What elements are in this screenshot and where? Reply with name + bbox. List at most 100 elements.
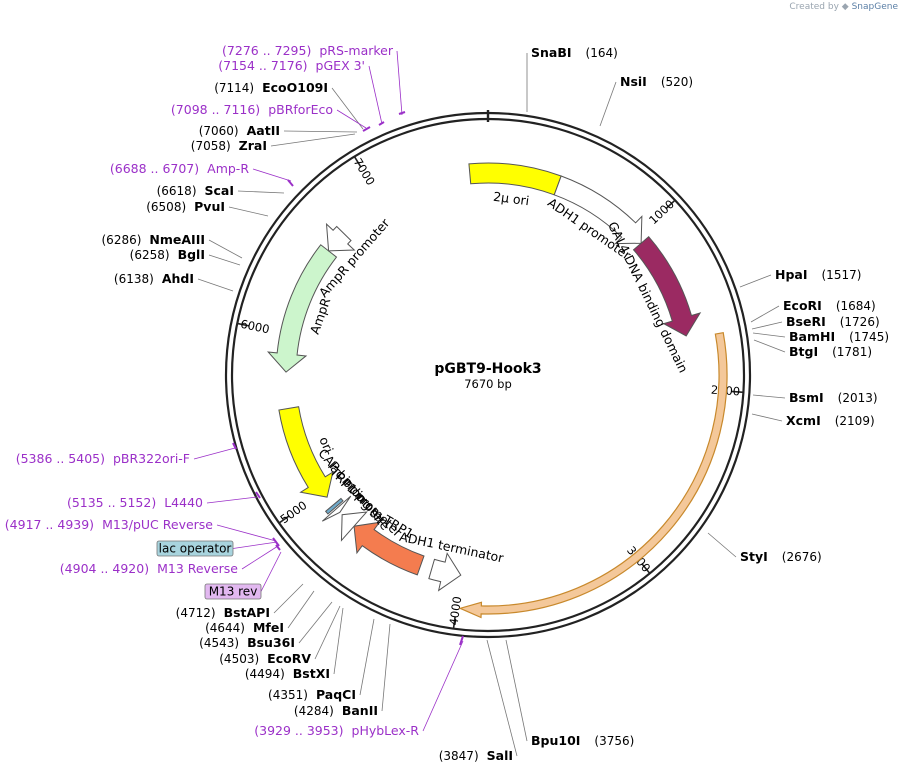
enzyme-bstxi[interactable]: (4494)BstXI	[245, 666, 330, 681]
leader-line-zrai	[270, 133, 356, 147]
enzyme-bsmi[interactable]: BsmI(2013)	[789, 390, 878, 405]
enzyme-bseri[interactable]: BseRI(1726)	[786, 314, 880, 329]
leader-line-xcmi	[751, 413, 783, 422]
enzyme-pvui[interactable]: (6508)PvuI	[146, 199, 225, 214]
enzyme-position: (7114)	[214, 81, 254, 95]
enzyme-ahdi[interactable]: (6138)AhdI	[114, 271, 194, 286]
primer-m13-reverse[interactable]: (4904 .. 4920)M13 Reverse	[60, 561, 238, 576]
enzyme-position: (3756)	[594, 734, 634, 748]
enzyme-hpai[interactable]: HpaI(1517)	[775, 267, 861, 282]
primer-l4440[interactable]: (5135 .. 5152)L4440	[67, 495, 203, 510]
feature-2u-ori[interactable]	[468, 162, 562, 196]
enzyme-bgli[interactable]: (6258)BglI	[130, 247, 205, 262]
enzyme-bpu10i[interactable]: Bpu10I(3756)	[531, 733, 634, 748]
enzyme-btgi[interactable]: BtgI(1781)	[789, 344, 872, 359]
enzyme-name: StyI	[740, 549, 768, 564]
feature-ampr[interactable]	[266, 244, 338, 373]
tag-m13-rev[interactable]: M13 rev	[204, 583, 262, 600]
enzyme-sali[interactable]: (3847)SalI	[439, 748, 513, 763]
enzyme-paqci[interactable]: (4351) PaqCI	[268, 687, 356, 702]
enzyme-position: (2109)	[835, 414, 875, 428]
leader-line-amp-r	[252, 168, 292, 182]
enzyme-name: HpaI	[775, 267, 808, 282]
enzyme-position: (4351)	[268, 688, 308, 702]
enzyme-name: AhdI	[162, 271, 194, 286]
feature-insert[interactable]	[458, 331, 728, 619]
enzyme-name: BsmI	[789, 390, 824, 405]
primer-m13-puc-reverse[interactable]: (4917 .. 4939)M13/pUC Reverse	[5, 517, 214, 532]
primer-phyblex-r[interactable]: (3929 .. 3953)pHybLex-R	[254, 723, 419, 738]
enzyme-xcmi[interactable]: XcmI (2109)	[786, 413, 875, 428]
enzyme-snabi[interactable]: SnaBI(164)	[531, 45, 618, 60]
tick-mark	[237, 322, 250, 327]
primer-name: pHybLex-R	[352, 723, 420, 738]
enzyme-bstapi[interactable]: (4712)BstAPI	[176, 605, 270, 620]
primer-position: (4904 .. 4920)	[60, 561, 149, 576]
enzyme-name: AatII	[247, 123, 280, 138]
primer-amp-r[interactable]: (6688 .. 6707)Amp-R	[110, 161, 249, 176]
enzyme-ecoo109i[interactable]: (7114) EcoO109I	[214, 80, 328, 95]
enzyme-name: BseRI	[786, 314, 826, 329]
leader-line-hpai	[739, 274, 772, 288]
tag-box	[156, 540, 234, 557]
feature-gal4-dbd[interactable]	[632, 236, 702, 337]
enzyme-name: BtgI	[789, 344, 818, 359]
leader-line-paqci	[359, 618, 375, 696]
feature-trp1-promoter[interactable]	[340, 511, 368, 542]
feature-ampr-promoter[interactable]	[325, 222, 356, 252]
leader-line-scai	[237, 190, 285, 194]
primer-position: (7154 .. 7176)	[218, 58, 307, 73]
enzyme-mfei[interactable]: (4644)MfeI	[205, 620, 284, 635]
enzyme-name: BstAPI	[224, 605, 270, 620]
tick-label: 5000	[278, 498, 310, 526]
leader-line-lac-operator	[232, 541, 278, 549]
tag-label: lac operator	[159, 542, 232, 556]
enzyme-scai[interactable]: (6618)ScaI	[157, 183, 234, 198]
enzyme-ecorv[interactable]: (4503)EcoRV	[219, 651, 311, 666]
primer-name: L4440	[164, 495, 203, 510]
enzyme-nmeaiii[interactable]: (6286) NmeAIII	[102, 232, 206, 247]
primer-site-phyblex-r	[459, 635, 464, 646]
enzyme-name: SnaBI	[531, 45, 572, 60]
primer-pgex-3[interactable]: (7154 .. 7176)pGEX 3'	[218, 58, 365, 73]
enzyme-position: (4284)	[294, 704, 334, 718]
leader-line-pbr322ori-f	[193, 447, 236, 460]
enzyme-bsu36i[interactable]: (4543)Bsu36I	[199, 635, 295, 650]
enzyme-bamhi[interactable]: BamHI(1745)	[789, 329, 889, 344]
primer-pbrforeco[interactable]: (7098 .. 7116)pBRforEco	[171, 102, 333, 117]
enzyme-position: (6508)	[146, 200, 186, 214]
primer-name: Amp-R	[207, 161, 249, 176]
tick-mark	[731, 390, 744, 394]
leader-line-banii	[381, 623, 391, 712]
enzyme-styi[interactable]: StyI(2676)	[740, 549, 822, 564]
leader-line-bgli	[208, 254, 241, 266]
enzyme-name: NmeAIII	[149, 232, 205, 247]
primer-prs-marker[interactable]: (7276 .. 7295)pRS-marker	[222, 43, 394, 58]
primer-site-pgex-3	[378, 121, 385, 126]
feature-arcs	[266, 162, 728, 619]
primer-position: (7276 .. 7295)	[222, 43, 311, 58]
enzyme-name: BamHI	[789, 329, 835, 344]
feature-ori[interactable]	[278, 406, 334, 498]
enzyme-position: (6286)	[102, 233, 142, 247]
enzyme-name: EcoO109I	[262, 80, 328, 95]
enzyme-banii[interactable]: (4284)BanII	[294, 703, 378, 718]
enzyme-aatii[interactable]: (7060)AatII	[199, 123, 280, 138]
primer-name: pBRforEco	[268, 102, 333, 117]
primer-site-pbr322ori-f	[232, 442, 237, 450]
leader-line-ecori	[750, 305, 780, 323]
enzyme-nsii[interactable]: NsiI(520)	[620, 74, 693, 89]
primer-name: M13/pUC Reverse	[102, 517, 213, 532]
feature-adh1-terminator[interactable]	[428, 552, 462, 592]
enzyme-zrai[interactable]: (7058)ZraI	[191, 138, 267, 153]
feature-lac-promoter[interactable]	[321, 495, 352, 522]
enzyme-ecori[interactable]: EcoRI(1684)	[783, 298, 876, 313]
enzyme-position: (4494)	[245, 667, 285, 681]
enzyme-name: PaqCI	[316, 687, 356, 702]
tag-lac-operator[interactable]: lac operator	[156, 540, 234, 557]
snapgene-logo-icon: ◆	[841, 2, 849, 12]
enzyme-name: XcmI	[786, 413, 821, 428]
tick-label: 6000	[239, 317, 271, 337]
feature-cap-binding-site[interactable]	[324, 497, 344, 515]
primer-pbr322ori-f[interactable]: (5386 .. 5405)pBR322ori-F	[16, 451, 190, 466]
